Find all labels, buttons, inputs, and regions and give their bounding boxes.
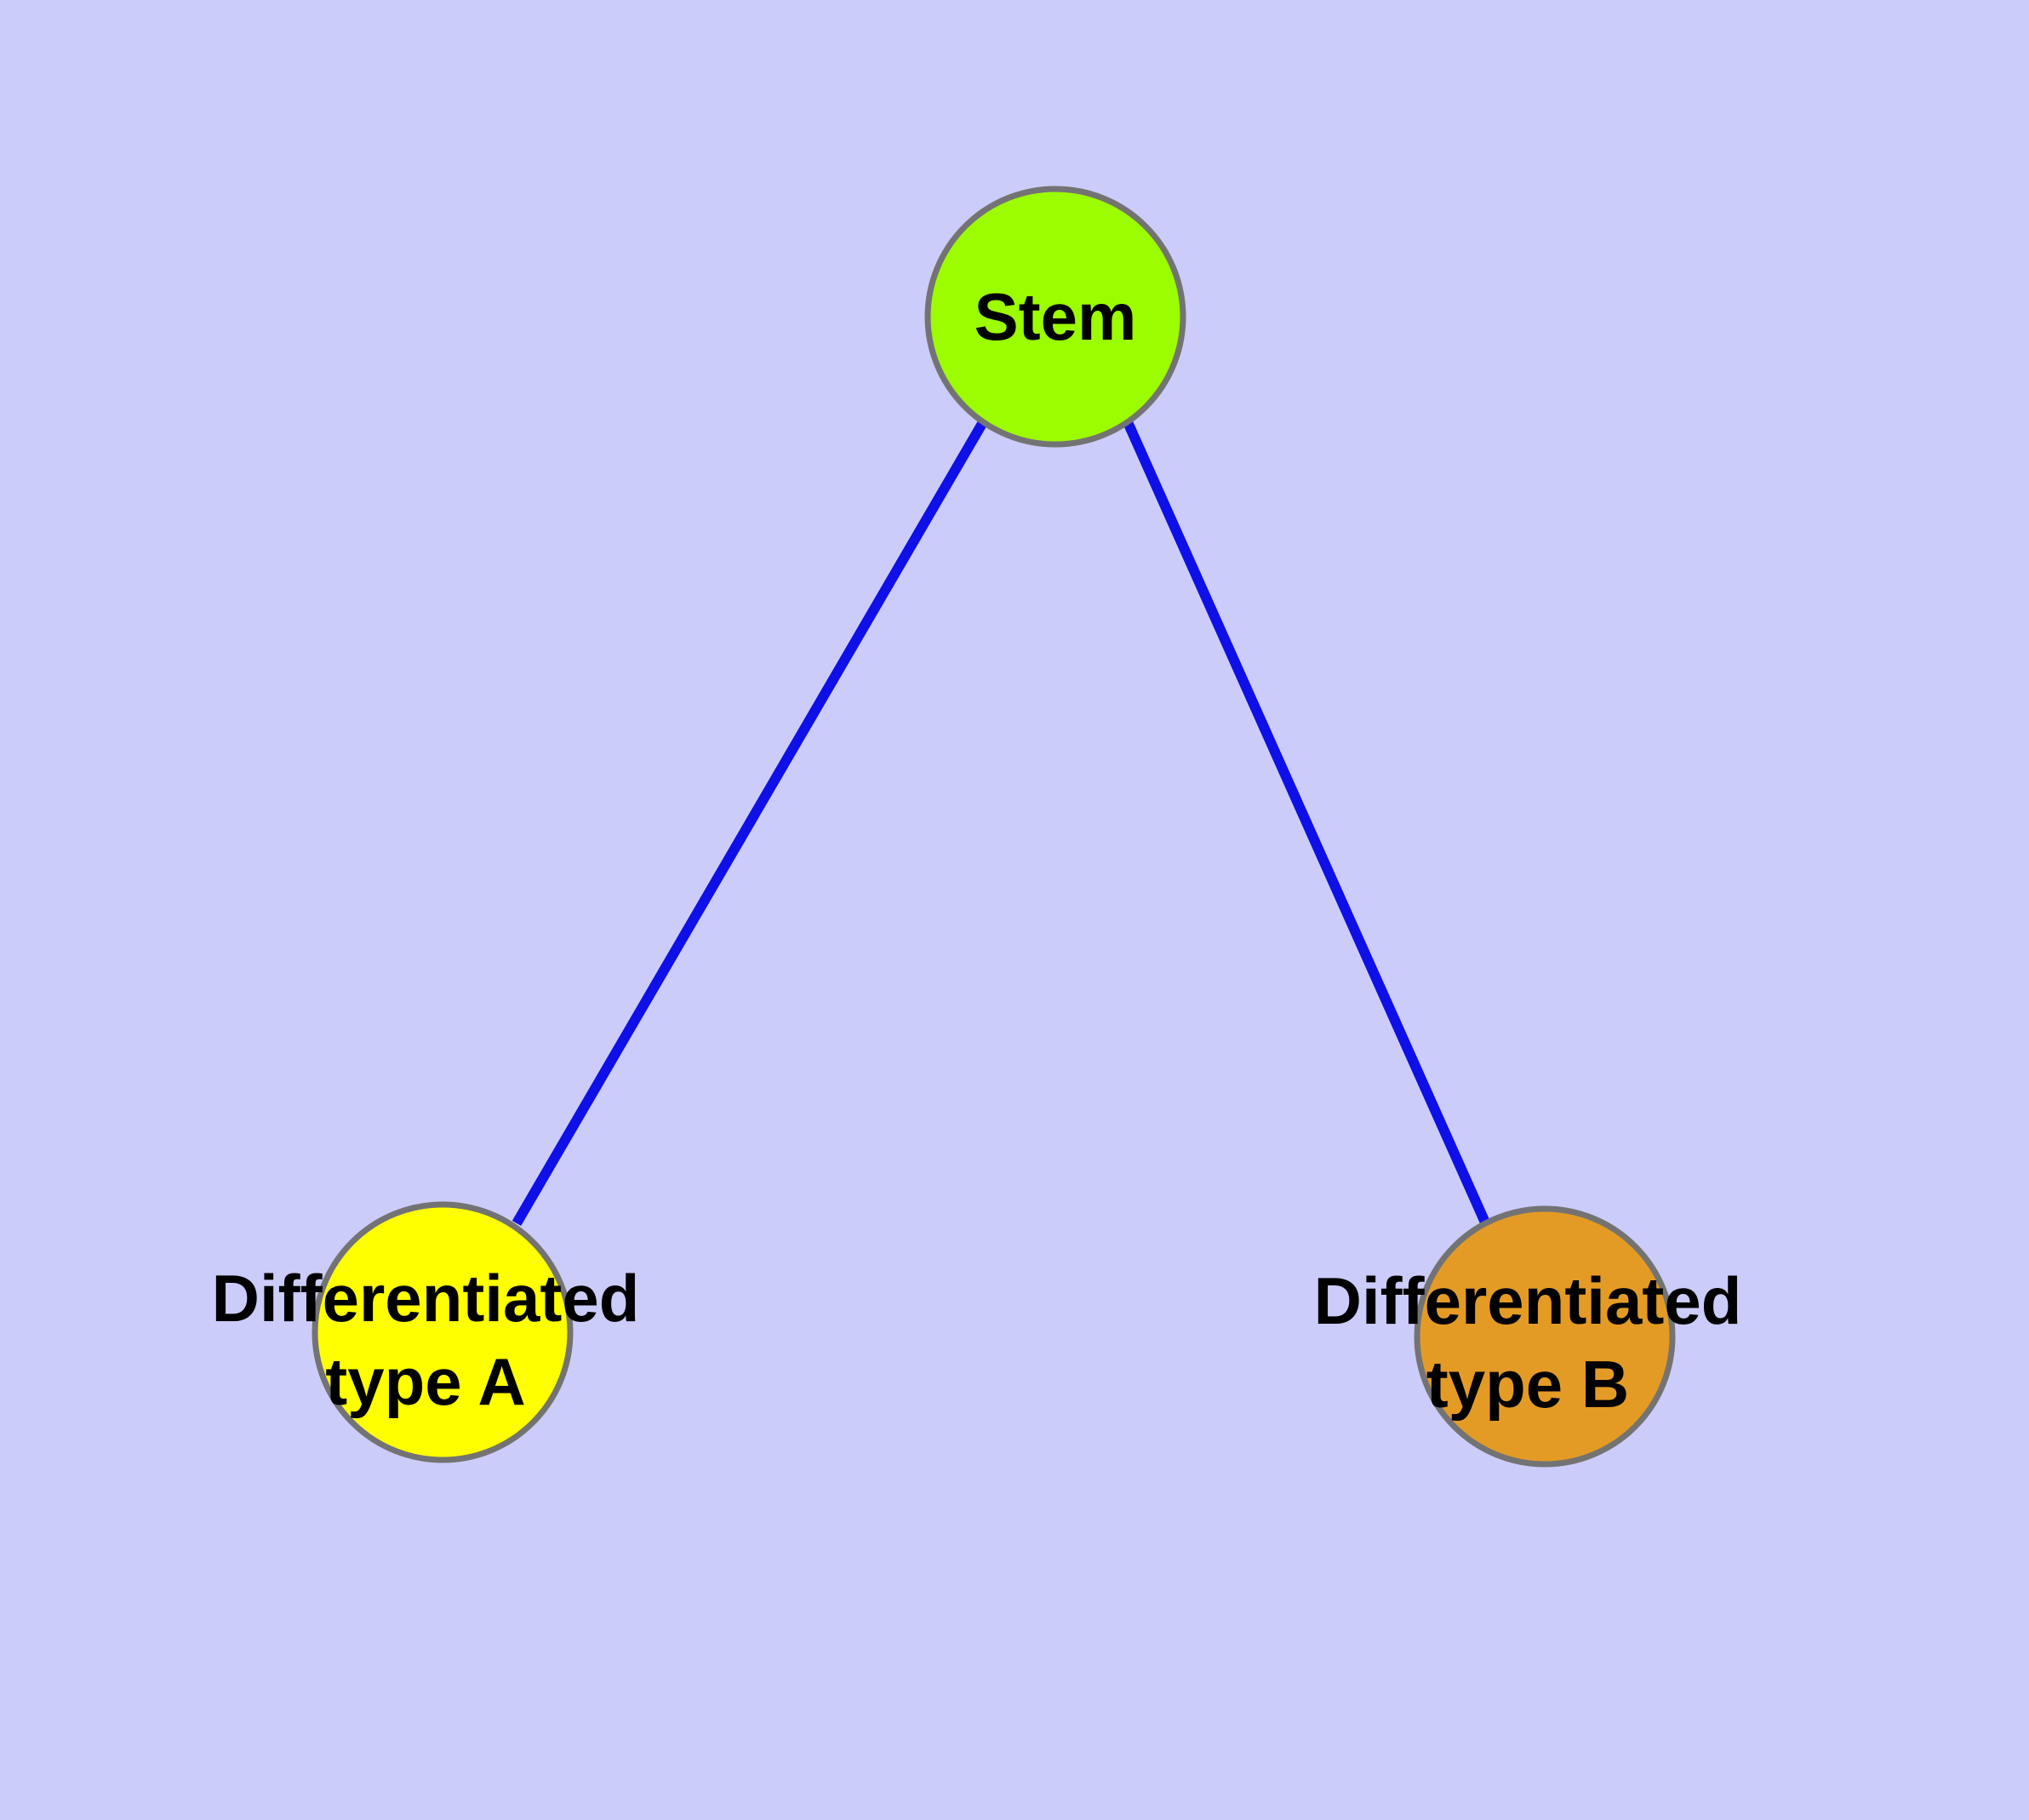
edge-group	[512, 419, 1490, 1227]
node-stem[interactable]: Stem	[924, 186, 1186, 448]
node-differentiated-type-b-label-line2: type B	[1426, 1347, 1629, 1422]
edge-stem-to-differentiated-type-b[interactable]	[1123, 420, 1490, 1225]
node-differentiated-type-b-label-line1: Differentiated	[1314, 1263, 1742, 1338]
node-differentiated-type-a-circle[interactable]	[311, 1201, 574, 1463]
node-differentiated-type-b[interactable]: Differentiated type B	[1314, 1205, 1742, 1468]
node-differentiated-type-a-label-line2: type A	[325, 1344, 526, 1419]
node-stem-circle[interactable]	[924, 186, 1186, 448]
edge-stem-to-differentiated-type-a[interactable]	[512, 419, 988, 1227]
node-stem-label: Stem	[974, 279, 1137, 354]
node-differentiated-type-a-label-line1: Differentiated	[212, 1261, 640, 1336]
node-differentiated-type-b-circle[interactable]	[1414, 1205, 1676, 1468]
node-differentiated-type-a[interactable]: Differentiated type A	[212, 1201, 640, 1463]
